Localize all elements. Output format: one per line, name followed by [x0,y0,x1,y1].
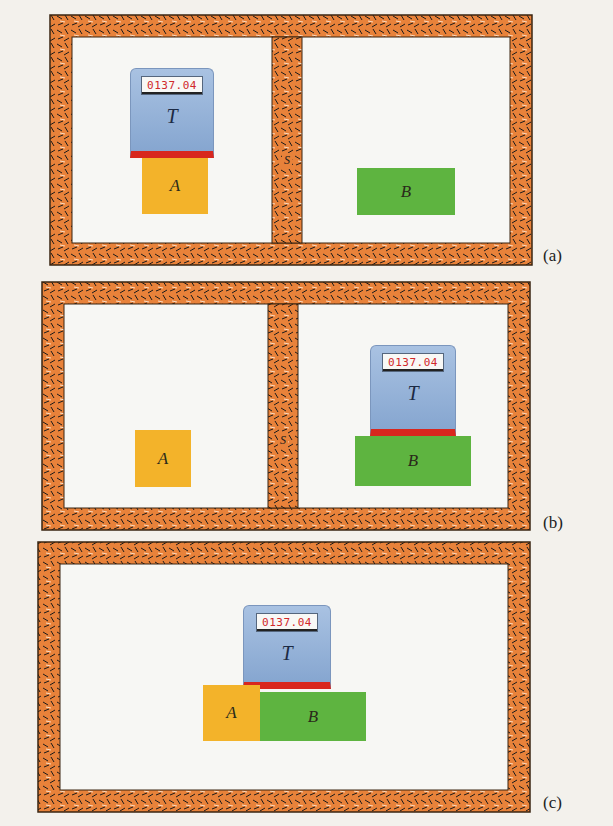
temperature-reading: 0137.04 [141,76,203,95]
body-label: B [401,182,411,202]
panel-label: (a) [543,246,562,266]
body-b: B [355,436,471,486]
panel-b [42,282,530,530]
separating-wall: S [268,430,298,450]
panel-a [50,15,532,265]
thermometer-label: T [166,105,177,128]
thermometer: 0137.04T [130,68,214,158]
body-b: B [357,168,455,215]
temperature-reading: 0137.04 [256,613,318,632]
body-label: A [170,176,180,196]
thermometer-label: T [281,642,292,665]
body-label: A [158,449,168,469]
panel-label: (c) [543,793,562,813]
body-label: B [408,451,418,471]
body-a: A [142,158,208,214]
body-a: A [203,685,260,741]
panel-c [38,542,530,812]
body-b: B [260,692,366,741]
thermometer: 0137.04T [243,605,331,689]
panel-label: (b) [543,513,563,533]
separating-wall: S [272,150,302,170]
body-label: B [308,707,318,727]
wall-label: S [282,153,292,168]
temperature-reading: 0137.04 [382,353,444,372]
body-a: A [135,430,191,487]
thermometer-label: T [407,382,418,405]
body-label: A [226,703,236,723]
thermometer: 0137.04T [370,345,456,436]
wall-label: S [278,433,288,448]
